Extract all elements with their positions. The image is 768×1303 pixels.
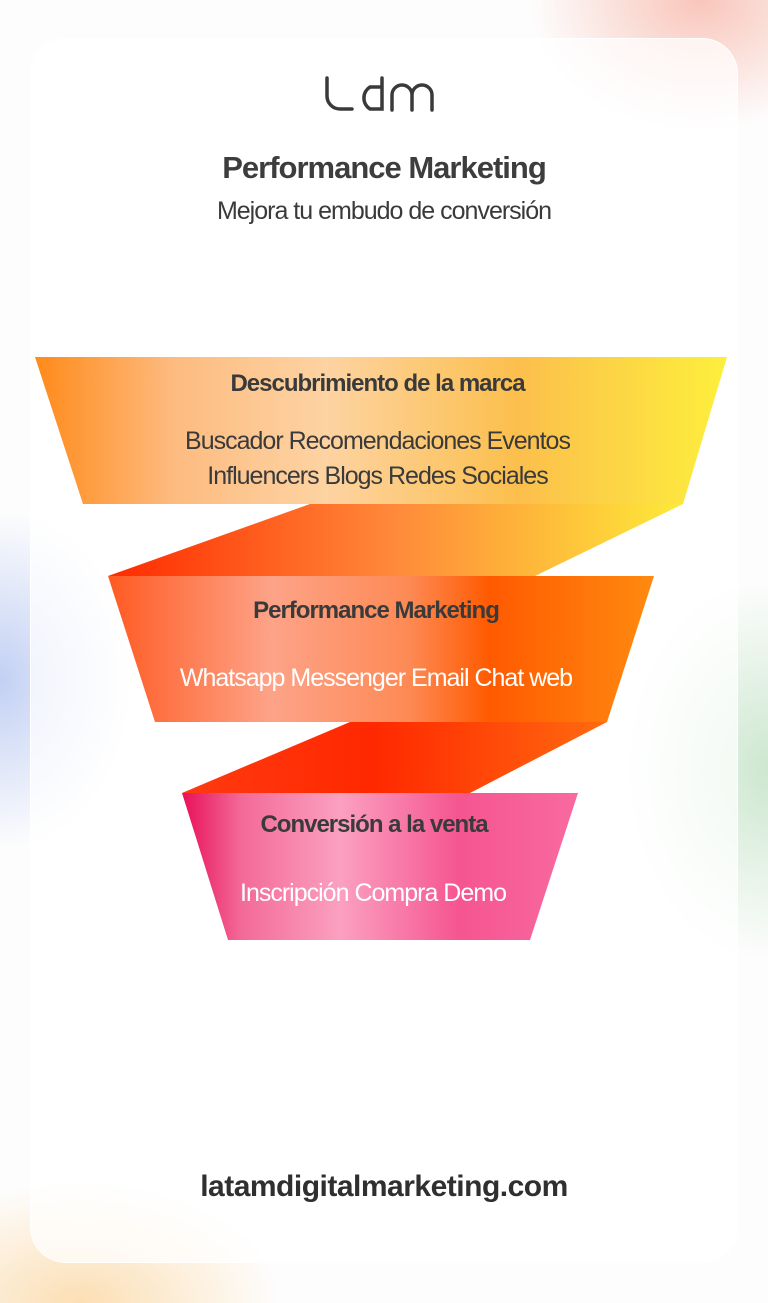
stage-2-title: Performance Marketing (253, 597, 500, 624)
stage-3-title: Conversión a la venta (260, 811, 488, 838)
stage-3-items: Inscripción Compra Demo (240, 879, 507, 907)
website-link[interactable]: latamdigitalmarketing.com (200, 1170, 568, 1203)
page-subtitle: Mejora tu embudo de conversión (216, 197, 552, 225)
funnel-stage-3-shape (182, 793, 578, 940)
funnel-connector-1 (108, 504, 683, 576)
brand-logo (325, 76, 434, 112)
stage-1-items-line1: Buscador Recomendaciones Eventos (185, 427, 571, 455)
stage-1-title: Descubrimiento de la marca (230, 370, 525, 397)
stage-2-items: Whatsapp Messenger Email Chat web (179, 664, 573, 692)
page-title: Performance Marketing (222, 150, 547, 185)
funnel-connector-2 (182, 722, 607, 793)
funnel-stage-2-shape (108, 576, 654, 722)
stage-1-items-line2: Influencers Blogs Redes Sociales (207, 462, 548, 490)
funnel-stage-1-shape (35, 357, 727, 504)
